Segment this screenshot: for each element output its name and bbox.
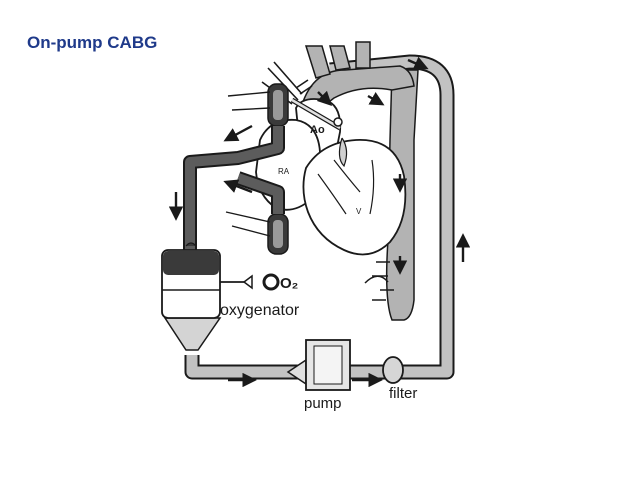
oxygenator-outlet [163, 317, 222, 351]
label-pump: pump [304, 395, 342, 412]
label-o2: O₂ [280, 275, 298, 292]
ventricle [302, 137, 407, 256]
arterial-filter [382, 356, 404, 384]
label-v: V [356, 207, 362, 216]
flow-arrows [168, 56, 471, 388]
o2-inlet [220, 273, 280, 291]
aortic-arch [299, 41, 415, 124]
venous-line [183, 126, 285, 252]
oxygenator [161, 242, 221, 319]
label-ao: Ao [310, 124, 325, 136]
label-oxygenator: oxygenator [220, 302, 300, 319]
slide-title: On-pump CABG [27, 33, 158, 52]
venous-cannulas [225, 83, 289, 255]
pump [286, 339, 351, 391]
label-filter: filter [389, 385, 417, 402]
label-ra: RA [278, 167, 290, 176]
